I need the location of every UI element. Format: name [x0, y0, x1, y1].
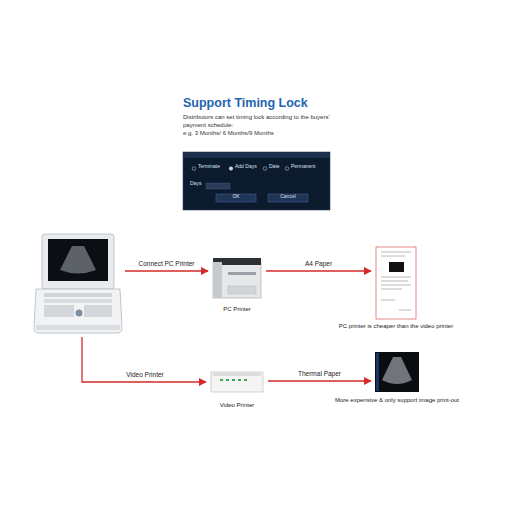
description-text: e.g. 3 Months/ 6 Months/9 Months	[183, 129, 363, 137]
input-box	[206, 183, 230, 189]
printer-button	[244, 379, 247, 381]
paper-image	[389, 262, 404, 272]
thermal-printout	[375, 352, 419, 392]
video-printer-body	[211, 372, 263, 392]
dialog-text: Date	[269, 164, 280, 169]
dialog-text: Terminate	[198, 164, 220, 169]
radio-button	[192, 167, 196, 171]
scan-image	[382, 357, 412, 384]
ultrasound-machine	[34, 234, 123, 334]
printer-button	[220, 379, 223, 381]
description-text: Distributors can set timing lock accordi…	[183, 113, 341, 129]
pc-printer	[213, 258, 261, 298]
dialog-screenshot	[183, 152, 330, 210]
node-caption: PC Printer	[223, 306, 251, 312]
connector-label: Connect PC Printer	[139, 261, 195, 268]
thermal-printout: More expensive & only support image prin…	[373, 350, 421, 394]
dialog-text: Add Days	[235, 164, 257, 169]
trackball	[76, 310, 83, 317]
dialog-button	[216, 194, 256, 202]
printer-slot	[228, 272, 256, 275]
node-caption: More expensive & only support image prin…	[335, 397, 459, 403]
dialog-text: Cancel	[280, 194, 296, 199]
dialog-button	[268, 194, 308, 202]
connector-label: Video Printer	[126, 372, 163, 379]
connector-label: A4 Paper	[305, 261, 332, 268]
keyboard-pad	[84, 305, 112, 317]
diagram-title: Support Timing Lock	[183, 97, 308, 110]
machine-lid	[42, 234, 114, 289]
paper-lines	[381, 252, 411, 310]
thermal-image	[375, 352, 419, 392]
dialog-panel: Terminate Add Days Date PermanentDaysOK Canc…	[183, 152, 330, 210]
keyboard-row	[44, 299, 112, 303]
printer-button	[238, 379, 241, 381]
ultrasound-machine	[34, 234, 122, 333]
paper-sheet	[376, 247, 416, 319]
dialog-text: OK	[232, 194, 239, 199]
connector-label: Thermal Paper	[298, 371, 341, 378]
machine-front	[36, 325, 120, 330]
paper-slot	[213, 373, 261, 376]
keyboard-row	[44, 293, 112, 297]
radio-button	[263, 167, 267, 171]
keyboard-pad	[44, 305, 74, 317]
machine-screen	[48, 239, 108, 281]
dialog-frame	[183, 152, 330, 210]
radio-button	[285, 167, 289, 171]
printer-connector	[268, 380, 371, 381]
printer-tray	[228, 286, 256, 294]
dialog-header	[183, 152, 330, 158]
printer-connector	[82, 337, 206, 382]
scan-image	[60, 246, 96, 274]
a4-printout: PC printer is cheaper than the video pri…	[373, 245, 419, 321]
dialog-text: Days	[190, 181, 201, 186]
dialog-text: Permanent	[291, 164, 315, 169]
radio-button	[229, 167, 233, 171]
machine-base	[34, 289, 122, 333]
a4-printout	[376, 247, 416, 319]
printer-connector	[266, 270, 371, 271]
image-sidebar	[376, 353, 379, 391]
node-caption: PC printer is cheaper than the video pri…	[339, 323, 453, 329]
printer-button	[232, 379, 235, 381]
pc-printer: PC Printer	[210, 258, 264, 300]
printer-button	[226, 379, 229, 381]
printer-body	[213, 262, 261, 298]
node-caption: Video Printer	[220, 402, 255, 408]
video-printer: Video Printer	[208, 368, 266, 394]
printer-connector	[125, 270, 208, 271]
printer-side	[213, 262, 222, 298]
video-printer	[211, 372, 263, 392]
